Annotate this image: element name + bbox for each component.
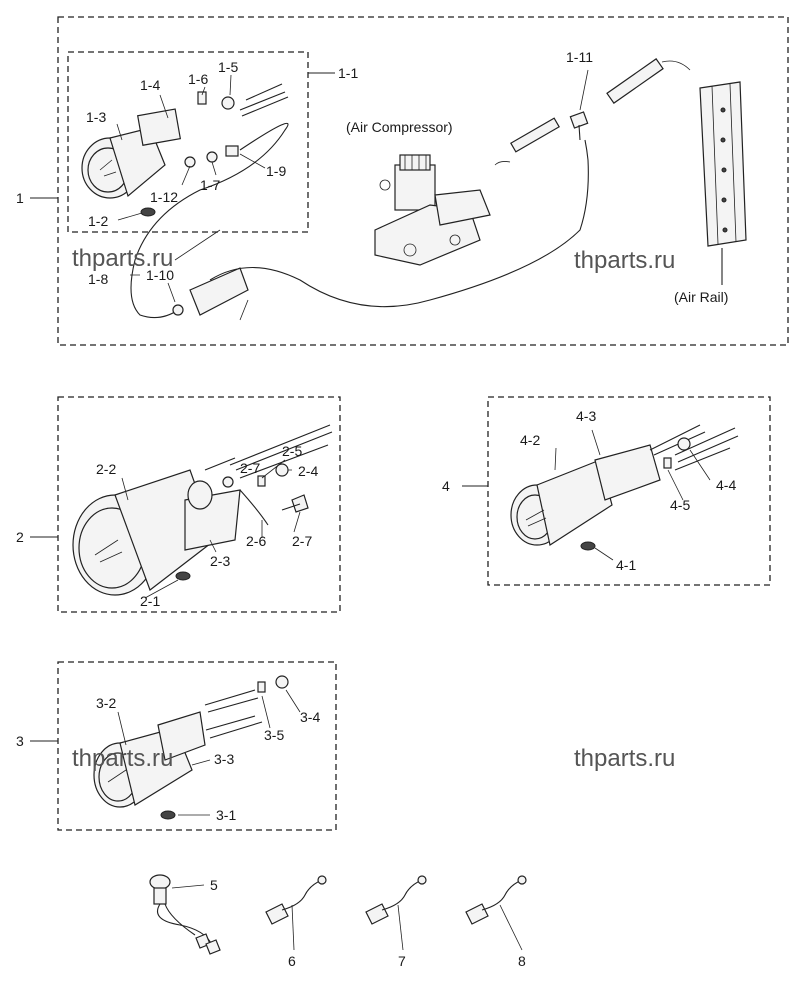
callout-8: 8 [518,953,526,969]
bulb-2-1 [175,571,191,581]
callout-3-4: 3-4 [300,709,320,725]
callout-6: 6 [288,953,296,969]
group-2-frame [57,396,341,613]
callout-1-1: 1-1 [338,65,358,81]
caption-air-compressor: (Air Compressor) [346,119,453,135]
fitting-1-10 [172,304,184,316]
bulb-1-2 [140,207,156,217]
callout-1-3: 1-3 [86,109,106,125]
gauge-1-3 [81,108,182,199]
nut-3-4 [275,675,289,689]
part-5 [149,874,221,955]
callout-1-5: 1-5 [218,59,238,75]
callout-2-7-bottom: 2-7 [292,533,312,549]
air-compressor [374,154,491,266]
callout-2-1: 2-1 [140,593,160,609]
callout-2-4: 2-4 [298,463,318,479]
caption-air-rail: (Air Rail) [674,289,728,305]
air-rail [699,81,747,247]
gauge-4-2 [510,444,661,546]
washer-2-5 [257,475,266,487]
callout-7: 7 [398,953,406,969]
callout-1-9: 1-9 [266,163,286,179]
callout-1-7: 1-7 [200,177,220,193]
callout-1: 1 [16,190,24,206]
wire-2-6 [239,489,269,526]
group-3-frame [57,661,337,831]
nut-1-5 [221,96,235,110]
callout-4-1: 4-1 [616,557,636,573]
callout-3-2: 3-2 [96,695,116,711]
watermark-2: thparts.ru [574,247,675,274]
watermark-4: thparts.ru [574,745,675,772]
callout-2-7-top: 2-7 [240,460,260,476]
callout-1-11: 1-11 [566,49,593,65]
bulb-3-1 [160,810,176,820]
watermark-1: thparts.ru [72,245,173,272]
part-6 [265,875,327,925]
callout-3-3: 3-3 [214,751,234,767]
callout-1-12: 1-12 [150,189,178,205]
connector-1-9 [225,145,239,157]
callout-labels: 1 1-1 1-2 1-3 1-4 1-5 1-6 1-7 1-8 1-9 1-… [16,49,736,969]
callout-2: 2 [16,529,24,545]
callout-1-8: 1-8 [88,271,108,287]
callout-1-10: 1-10 [146,267,174,283]
washer-4-5 [663,457,672,469]
group-1-1-frame [67,51,309,233]
part-7 [365,875,427,925]
callout-1-6: 1-6 [188,71,208,87]
callout-3-5: 3-5 [264,727,284,743]
callout-2-3: 2-3 [210,553,230,569]
watermark-3: thparts.ru [72,745,173,772]
part-8 [465,875,527,925]
group-4-frame [487,396,771,586]
terminal-2-7b [291,494,309,513]
callout-4-5: 4-5 [670,497,690,513]
callout-1-4: 1-4 [140,77,160,93]
callout-2-5: 2-5 [282,443,302,459]
washer-1-6 [197,91,207,105]
terminal-2-7a [222,476,234,488]
callout-3: 3 [16,733,24,749]
tee-1-11 [569,111,589,129]
callout-2-6: 2-6 [246,533,266,549]
callout-4-4: 4-4 [716,477,736,493]
callout-3-1: 3-1 [216,807,236,823]
nut-4-4 [677,437,691,451]
callout-4-3: 4-3 [576,408,596,424]
washer-3-5 [257,681,266,693]
callout-4-2: 4-2 [520,432,540,448]
callout-4: 4 [442,478,450,494]
callout-2-2: 2-2 [96,461,116,477]
tube-1-8 [130,122,289,319]
nut-1-7 [206,151,218,163]
callout-5: 5 [210,877,218,893]
bulb-4-1 [580,541,596,551]
callout-1-2: 1-2 [88,213,108,229]
gauge-3-2 [93,711,206,808]
gauge-2-2 [72,469,241,596]
group-1-frame [57,16,789,346]
washer-1-12 [184,156,196,168]
